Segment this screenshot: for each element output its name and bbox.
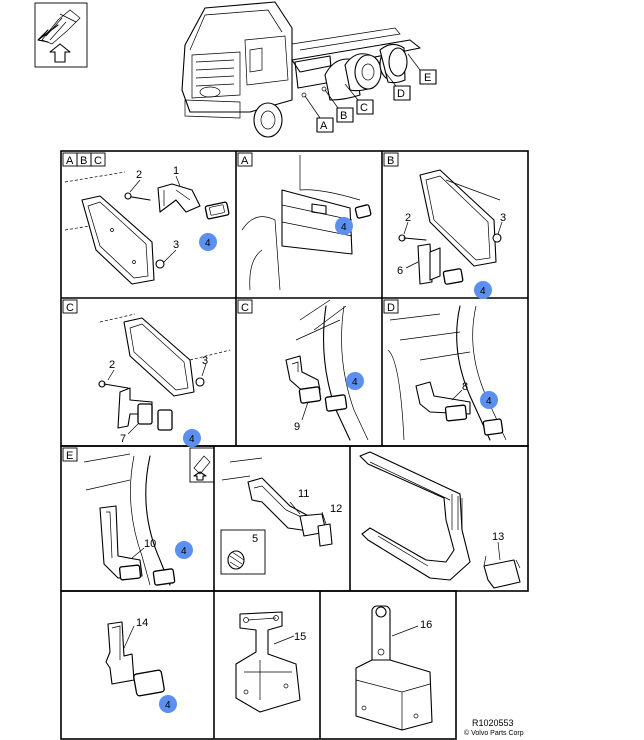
svg-text:A: A bbox=[320, 120, 328, 132]
panel-c2: C 9 4 bbox=[237, 299, 369, 441]
panel-p14: 14 4 bbox=[105, 617, 177, 713]
panel-grid bbox=[60, 150, 529, 740]
part-label-2: 2 bbox=[136, 169, 142, 181]
panel-a-tag: A bbox=[241, 155, 249, 167]
part-label-3: 3 bbox=[500, 212, 506, 224]
svg-text:D: D bbox=[397, 88, 405, 100]
svg-text:E: E bbox=[424, 72, 431, 84]
truck-overview bbox=[181, 1, 421, 138]
part-label-5: 5 bbox=[252, 533, 258, 545]
part-label-2: 2 bbox=[109, 359, 115, 371]
svg-text:4: 4 bbox=[486, 396, 492, 407]
part-label-16: 16 bbox=[420, 619, 432, 631]
panel-b: B 2 3 6 4 bbox=[383, 152, 506, 299]
part-label-2: 2 bbox=[405, 212, 411, 224]
panel-e: E 10 4 bbox=[62, 447, 215, 586]
part-label-1: 1 bbox=[173, 165, 179, 177]
part-label-8: 8 bbox=[462, 381, 468, 393]
panel-c2-tag: C bbox=[241, 302, 249, 314]
copyright: © Volvo Parts Corp bbox=[464, 729, 524, 737]
panel-abc-tag-c: C bbox=[94, 155, 102, 167]
part-badge-4 bbox=[474, 281, 492, 299]
panel-p16: 16 bbox=[355, 605, 433, 731]
panel-c1: C 2 3 7 4 bbox=[62, 299, 231, 447]
part-badge-4 bbox=[346, 372, 364, 390]
part-label-11: 11 bbox=[298, 488, 309, 500]
panel-d: D 8 4 bbox=[383, 299, 507, 441]
svg-text:B: B bbox=[340, 110, 347, 122]
overview-callout-d: D bbox=[393, 85, 411, 101]
part-label-15: 15 bbox=[294, 631, 306, 643]
panel-e-tag: E bbox=[66, 450, 73, 462]
panel-abc-tag-a: A bbox=[66, 155, 74, 167]
panel-p13: 13 bbox=[359, 451, 521, 589]
part-label-3: 3 bbox=[173, 239, 179, 251]
svg-text:4: 4 bbox=[480, 286, 486, 297]
panel-d-tag: D bbox=[387, 302, 395, 314]
drawing-reference: R1020553 bbox=[472, 718, 514, 728]
panel-a: A 4 bbox=[237, 152, 372, 291]
part-label-3: 3 bbox=[202, 355, 208, 367]
overview-callout-e: E bbox=[419, 69, 437, 85]
part-badge-4 bbox=[159, 695, 177, 713]
part-label-14: 14 bbox=[136, 617, 148, 629]
part-badge-4 bbox=[480, 391, 498, 409]
svg-text:4: 4 bbox=[181, 546, 187, 557]
overview-callout-b: B bbox=[336, 107, 354, 123]
part-label-10: 10 bbox=[144, 538, 156, 550]
part-label-13: 13 bbox=[492, 531, 504, 543]
svg-text:4: 4 bbox=[341, 222, 347, 233]
svg-text:4: 4 bbox=[205, 238, 211, 249]
svg-text:C: C bbox=[360, 102, 368, 114]
part-label-7: 7 bbox=[120, 433, 126, 445]
part-label-9: 9 bbox=[294, 421, 300, 433]
panel-abc: A B C 2 1 3 4 bbox=[62, 152, 230, 285]
panel-b-tag: B bbox=[387, 155, 394, 167]
overview-callout-c: C bbox=[356, 99, 374, 115]
inset-box-5 bbox=[220, 529, 266, 575]
part-badge-4 bbox=[199, 233, 217, 251]
panel-c1-tag: C bbox=[66, 302, 74, 314]
svg-text:4: 4 bbox=[352, 377, 358, 388]
part-badge-4 bbox=[175, 541, 193, 559]
panel-abc-tag-b: B bbox=[80, 155, 87, 167]
part-label-12: 12 bbox=[330, 503, 342, 515]
view-direction-icon bbox=[34, 2, 88, 68]
svg-text:4: 4 bbox=[165, 700, 171, 711]
part-badge-4 bbox=[335, 217, 353, 235]
svg-text:4: 4 bbox=[189, 434, 195, 445]
panel-p15: 15 bbox=[235, 611, 306, 713]
panel-p11: 11 12 5 bbox=[220, 457, 342, 575]
overview-callout-a: A bbox=[316, 117, 334, 133]
part-label-6: 6 bbox=[397, 265, 403, 277]
part-badge-4 bbox=[183, 429, 201, 447]
